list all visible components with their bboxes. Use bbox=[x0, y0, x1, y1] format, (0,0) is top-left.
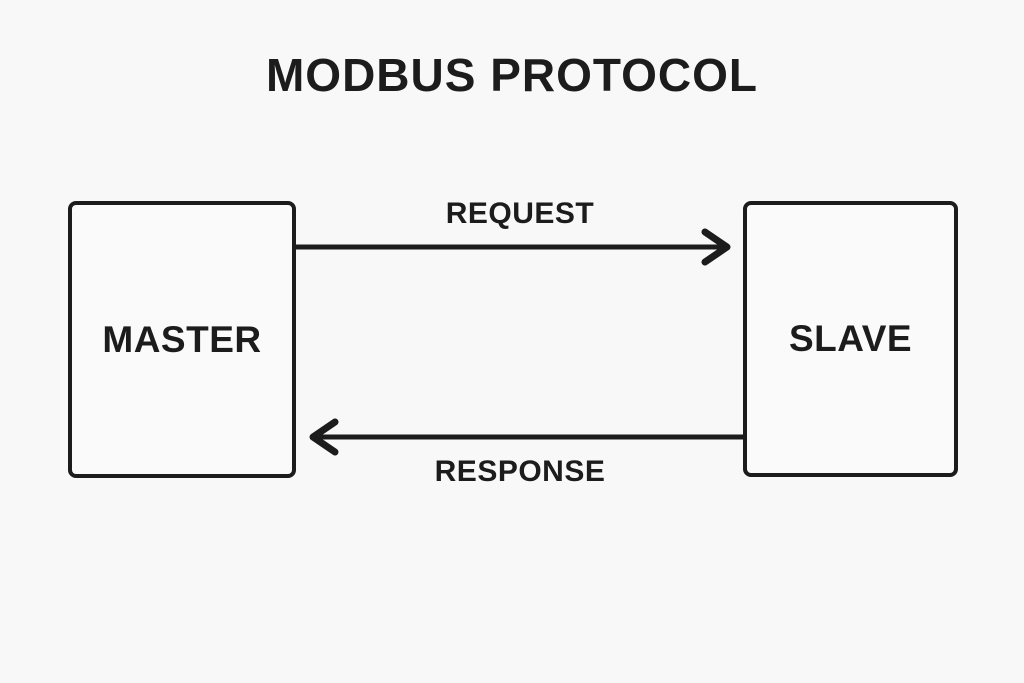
master-node: MASTER bbox=[68, 201, 296, 478]
request-edge-label: REQUEST bbox=[445, 197, 595, 230]
response-edge-label: RESPONSE bbox=[434, 455, 606, 488]
response-arrowhead-icon bbox=[309, 418, 339, 456]
request-arrowhead-icon bbox=[701, 228, 731, 266]
slave-node-label: SLAVE bbox=[788, 318, 913, 359]
master-node-label: MASTER bbox=[102, 318, 262, 360]
request-arrow bbox=[293, 228, 731, 266]
response-arrow bbox=[309, 418, 746, 456]
slave-node: SLAVE bbox=[743, 201, 958, 477]
diagram-title: MODBUS PROTOCOL bbox=[265, 49, 759, 101]
